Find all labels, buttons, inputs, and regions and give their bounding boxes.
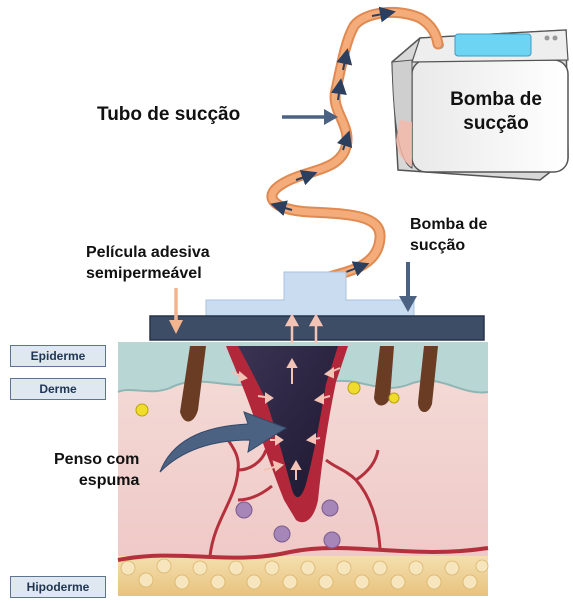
film-label: Película adesiva semipermeável [86,242,210,284]
pump-screen [455,34,531,56]
tube-label: Tubo de sucção [97,104,240,126]
pump-box-label: Bomba de sucção [436,88,556,136]
foam-label: Penso com espuma [54,449,139,491]
pump-arrow-label: Bomba de sucção [410,214,487,256]
dermis-tag: Derme [10,378,106,400]
tube-flow-arrows [278,13,388,272]
hypodermis-tag: Hipoderme [10,576,106,598]
epidermis-tag: Epiderme [10,345,106,367]
tube-connector-pad [206,272,414,318]
tissue-block [118,342,488,596]
